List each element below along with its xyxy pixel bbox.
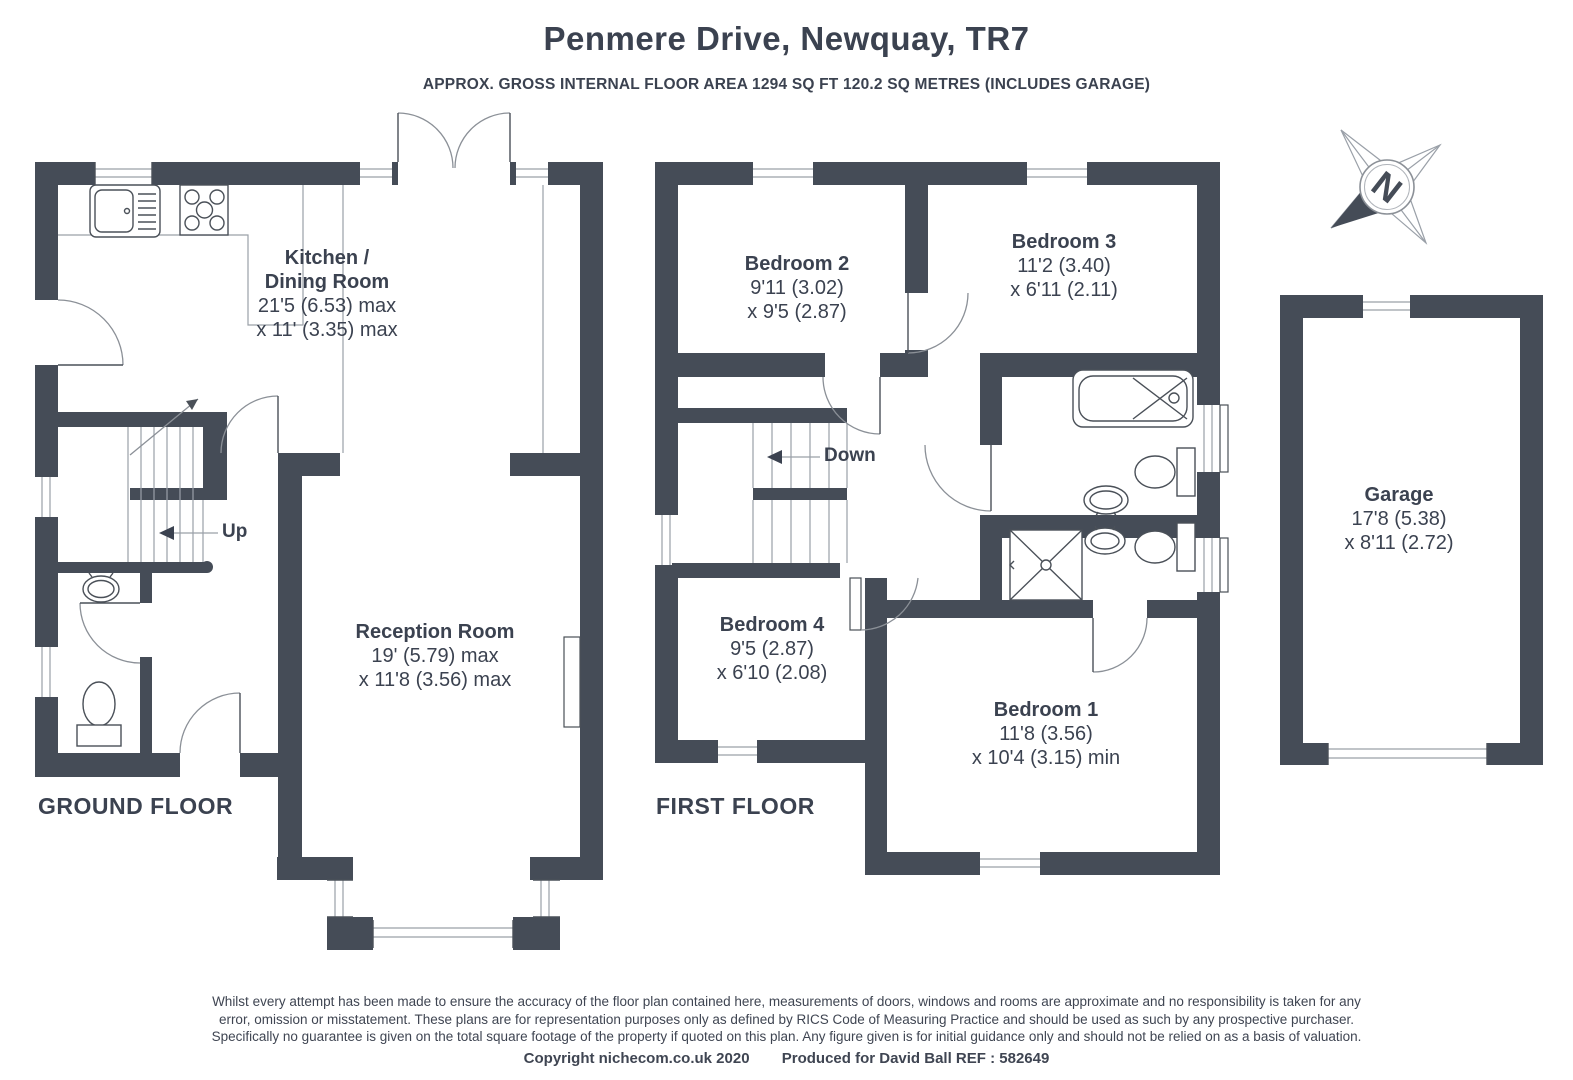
front-door [179,692,241,754]
side-door [57,299,124,366]
window-top-2 [360,162,392,185]
wc-toilet [76,681,122,747]
garage-door [1327,743,1488,765]
ground-floor-plan [35,112,603,950]
window-bottom-bed4 [718,740,757,763]
stairs-up-label: Up [222,521,248,542]
first-floor-plan [655,162,1229,875]
kitchen-door [220,395,279,454]
bedroom4-door [849,577,919,631]
room-label-bedroom2: Bedroom 2 9'11 (3.02) x 9'5 (2.87) [744,253,850,323]
window-top-bed3 [1027,162,1087,185]
copyright-line: Copyright nichecom.co.uk 2020 Produced f… [0,1050,1573,1067]
staircase-down [752,423,848,563]
bay-windows [327,879,560,948]
window-right-bathroom [1197,404,1229,473]
reception-window-icon [563,636,581,728]
window-bottom-bed1 [980,852,1040,875]
copyright-left: Copyright nichecom.co.uk 2020 [523,1050,750,1067]
page-subtitle: APPROX. GROSS INTERNAL FLOOR AREA 1294 S… [422,76,1151,93]
wc-basin [82,572,120,603]
ground-floor-walls [35,162,603,950]
french-doors [397,112,511,169]
window-left-1 [35,477,58,517]
bathroom-basin [1083,485,1129,517]
staircase-up [127,398,218,562]
window-left-2 [35,647,58,697]
garage-plan [1280,295,1543,765]
garage-window [1363,295,1410,318]
ensuite-basin [1084,525,1126,555]
room-label-bedroom4: Bedroom 4 9'5 (2.87) x 6'10 (2.08) [716,614,828,684]
disclaimer-text: Whilst every attempt has been made to en… [211,994,1362,1044]
bathroom-door [924,444,992,512]
kitchen-sink [89,184,161,238]
first-floor-title: FIRST FLOOR [656,793,815,819]
ground-floor-title: GROUND FLOOR [38,793,234,819]
ensuite-toilet [1134,522,1196,572]
room-label-bedroom3: Bedroom 3 11'2 (3.40) x 6'11 (2.11) [1010,231,1118,301]
window-right-ensuite [1197,537,1229,593]
window-top-bed2 [753,162,813,185]
room-label-kitchen: Kitchen / Dining Room 21'5 (6.53) max x … [256,247,398,341]
window-top-1 [94,162,153,185]
north-arrow-icon: N [1330,129,1442,245]
bedroom1-door [1092,617,1148,673]
bedroom3-door [907,292,969,354]
kitchen-hob [179,184,229,236]
copyright-right: Produced for David Ball REF : 582649 [781,1050,1050,1067]
stairs-down-label: Down [824,445,876,466]
bedroom2-door [822,376,881,435]
bath [1072,369,1194,428]
wc-door [79,602,141,664]
room-label-garage: Garage 17'8 (5.38) x 8'11 (2.72) [1344,484,1454,554]
garage-walls [1280,295,1543,765]
shower [1009,529,1083,601]
window-top-3 [516,162,548,185]
room-label-bedroom1: Bedroom 1 11'8 (3.56) x 10'4 (3.15) min [971,699,1121,769]
window-left-bed4 [655,515,678,565]
room-label-reception: Reception Room 19' (5.79) max x 11'8 (3.… [355,621,515,691]
first-floor-walls [655,162,1229,875]
bathroom-toilet [1134,447,1196,497]
page-title: Penmere Drive, Newquay, TR7 [543,20,1030,57]
compass-rose: N [1330,129,1442,245]
